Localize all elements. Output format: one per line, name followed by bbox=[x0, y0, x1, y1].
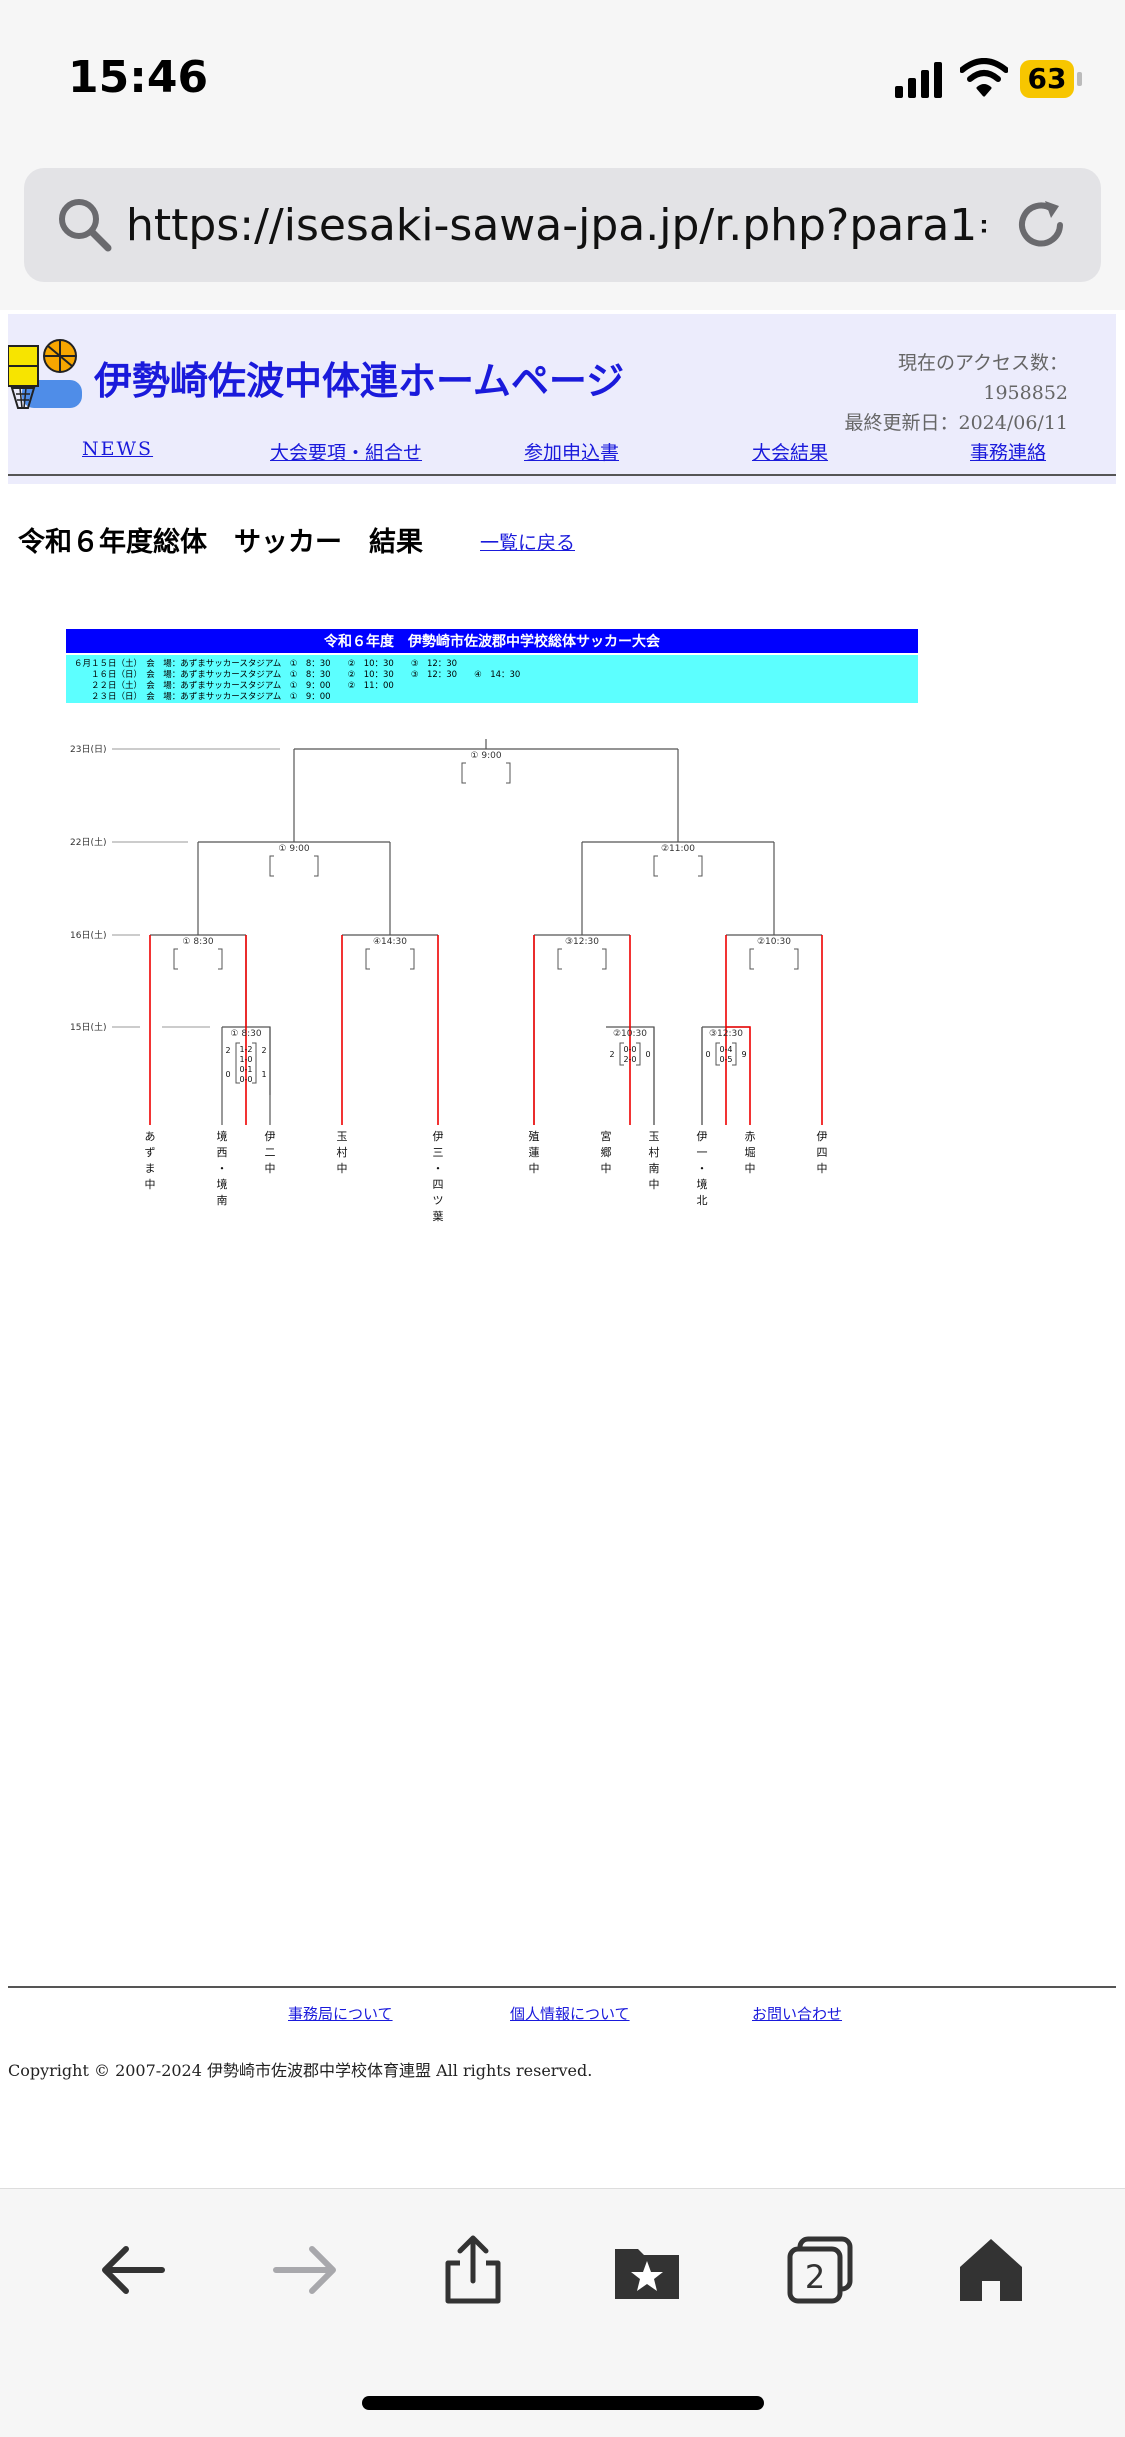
address-bar[interactable] bbox=[24, 168, 1101, 282]
team-name: 宮郷中 bbox=[601, 1129, 612, 1175]
match-time: ① 9:00 bbox=[470, 751, 501, 761]
schedule-line: ２３日（日） 会 場：あずまサッカースタジアム ① 9：00 bbox=[74, 691, 331, 702]
schedule-line: ２２日（土） 会 場：あずまサッカースタジアム ① 9：00 ② 11：00 bbox=[74, 680, 394, 691]
score: 1-0 bbox=[239, 1055, 252, 1064]
score: 1-2 bbox=[239, 1045, 252, 1054]
tabs-icon[interactable]: 2 bbox=[786, 2235, 856, 2305]
score: 2-0 bbox=[623, 1055, 636, 1064]
score: 0-5 bbox=[719, 1055, 732, 1064]
nav-divider bbox=[8, 474, 1116, 476]
nav-results[interactable]: 大会結果 bbox=[752, 442, 829, 464]
nav-news[interactable]: NEWS bbox=[82, 438, 154, 460]
copyright: Copyright © 2007-2024 伊勢崎市佐波郡中学校体育連盟 All… bbox=[8, 2061, 593, 2080]
match-time: ②11:00 bbox=[661, 844, 695, 854]
main-nav: NEWS 大会要項・組合せ 参加申込書 大会結果 事務連絡 bbox=[8, 432, 1116, 474]
team-name: 赤堀中 bbox=[745, 1130, 756, 1175]
match-time: ① 8:30 bbox=[182, 937, 213, 947]
team-name: あずま中 bbox=[145, 1130, 156, 1191]
share-icon[interactable] bbox=[438, 2235, 508, 2305]
home-indicator bbox=[362, 2396, 764, 2410]
search-icon bbox=[59, 199, 112, 252]
team-name: 玉村南中 bbox=[649, 1130, 660, 1191]
footer-link-office[interactable]: 事務局について bbox=[288, 2005, 393, 2023]
score: 2 bbox=[261, 1046, 266, 1055]
bookmarks-icon[interactable] bbox=[612, 2235, 682, 2305]
match-time: ① 8:30 bbox=[230, 1029, 261, 1039]
score: 2 bbox=[225, 1046, 230, 1055]
bracket-banner bbox=[66, 629, 918, 653]
match-time: ②10:30 bbox=[757, 937, 791, 947]
score: 0-1 bbox=[239, 1065, 252, 1074]
match-time: ③12:30 bbox=[565, 937, 599, 947]
team-name: 伊三・四ツ葉 bbox=[433, 1130, 444, 1223]
score: 0-0 bbox=[239, 1075, 252, 1084]
score: 0 bbox=[705, 1050, 710, 1059]
score: 0-4 bbox=[719, 1045, 732, 1054]
score: 0 bbox=[645, 1050, 650, 1059]
team-name: 伊二中 bbox=[265, 1130, 276, 1175]
schedule-line: １６日（日） 会 場：あずまサッカースタジアム ① 8：30 ② 10：30 ③… bbox=[74, 669, 520, 680]
status-time: 15:46 bbox=[68, 52, 209, 103]
round-date: 22日(土) bbox=[70, 836, 106, 848]
footer-link-contact[interactable]: お問い合わせ bbox=[752, 2005, 843, 2023]
tab-count: 2 bbox=[805, 2258, 825, 2296]
round-date: 15日(土) bbox=[70, 1021, 106, 1033]
site-title[interactable]: 伊勢崎佐波中体連ホームページ bbox=[94, 358, 625, 403]
wifi-icon bbox=[960, 58, 1008, 97]
team-name: 境西・境南 bbox=[217, 1129, 228, 1207]
access-info: 現在のアクセス数：1958852 最終更新日：2024/06/11 bbox=[820, 348, 1068, 438]
footer-link-privacy[interactable]: 個人情報について bbox=[510, 2005, 630, 2023]
team-name: 玉村中 bbox=[337, 1130, 348, 1175]
access-count: 現在のアクセス数：1958852 bbox=[897, 352, 1068, 404]
url-text[interactable]: https://isesaki-sawa-jpa.jp/r.php?para1=… bbox=[126, 200, 986, 251]
score: 1 bbox=[261, 1070, 266, 1079]
reload-icon[interactable] bbox=[1012, 196, 1070, 254]
battery-level: 63 bbox=[1020, 60, 1074, 98]
match-time: ②10:30 bbox=[613, 1029, 647, 1039]
site-header bbox=[8, 314, 1116, 484]
bracket-title: 令和６年度 伊勢崎市佐波郡中学校総体サッカー大会 bbox=[323, 633, 661, 650]
score: 0 bbox=[225, 1070, 230, 1079]
browser-toolbar bbox=[0, 2188, 1125, 2437]
match-time: ③12:30 bbox=[709, 1029, 743, 1039]
forward-icon[interactable] bbox=[270, 2235, 340, 2305]
nav-notices[interactable]: 事務連絡 bbox=[970, 442, 1047, 464]
match-time: ① 9:00 bbox=[278, 844, 309, 854]
winner-path bbox=[149, 935, 823, 1125]
site-logo-icon[interactable] bbox=[8, 336, 84, 412]
nav-guidelines[interactable]: 大会要項・組合せ bbox=[270, 442, 423, 464]
nav-application[interactable]: 参加申込書 bbox=[524, 442, 620, 464]
back-icon[interactable] bbox=[98, 2235, 168, 2305]
page-heading: 令和６年度総体 サッカー 結果 bbox=[18, 527, 423, 558]
score: 0-0 bbox=[623, 1045, 636, 1054]
score: 2 bbox=[609, 1050, 614, 1059]
schedule-line: ６月１５日（土） 会 場：あずまサッカースタジアム ① 8：30 ② 10：30… bbox=[74, 658, 457, 669]
team-name: 伊四中 bbox=[817, 1130, 828, 1175]
team-name: 殖蓮中 bbox=[529, 1130, 540, 1175]
round-date: 23日(日) bbox=[70, 744, 106, 755]
round-date: 16日(土) bbox=[70, 929, 106, 941]
last-updated: 最終更新日：2024/06/11 bbox=[844, 412, 1068, 434]
home-icon[interactable] bbox=[956, 2235, 1026, 2305]
tournament-bracket: 令和６年度 伊勢崎市佐波郡中学校総体サッカー大会 ６月１５日（土） 会 場：あず… bbox=[66, 629, 918, 1223]
battery-icon bbox=[1077, 72, 1082, 86]
cellular-signal-icon bbox=[895, 62, 942, 98]
schedule-box bbox=[66, 655, 918, 703]
score: 9 bbox=[741, 1050, 746, 1059]
back-to-list-link[interactable]: 一覧に戻る bbox=[480, 532, 576, 554]
match-time: ④14:30 bbox=[373, 937, 407, 947]
team-labels: あずま中 境西・境南 伊二中 玉村中 伊三・四ツ葉 殖蓮中 宮郷中 玉村南中 伊一・境北 赤堀中 伊… bbox=[145, 1129, 828, 1223]
team-name: 伊一・境北 bbox=[697, 1130, 708, 1207]
footer-divider bbox=[8, 1986, 1116, 1988]
